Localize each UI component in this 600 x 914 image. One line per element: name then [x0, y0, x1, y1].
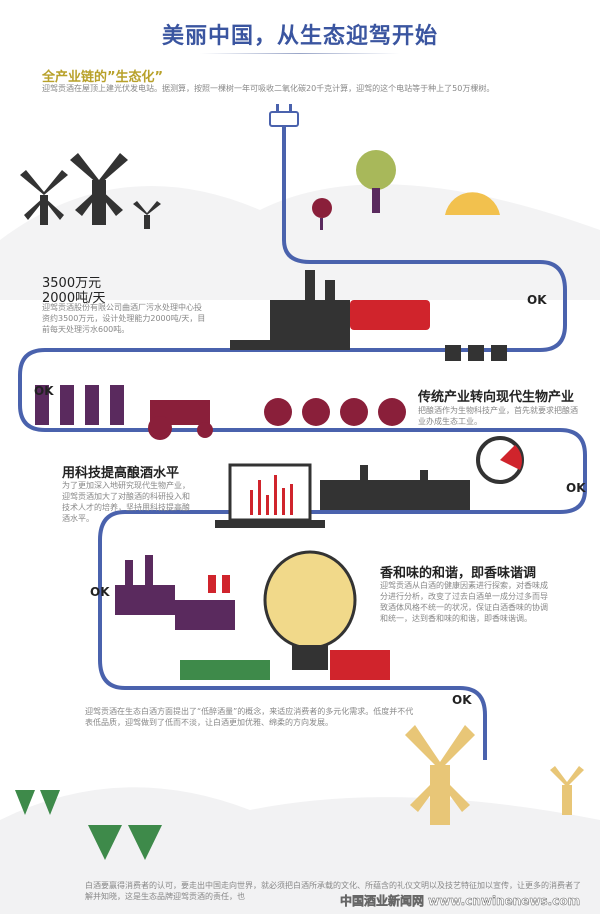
tractor-icon [148, 400, 213, 440]
sunflower-icon [312, 198, 332, 218]
lightbulb-icon [263, 550, 357, 670]
section-heading: 香和味的和谐，即香味谐调 [380, 566, 537, 581]
section-body: 迎驾贡酒在屋顶上建光伏发电站。据测算，按照一棵树一年可吸收二氧化碳20千克计算，… [42, 84, 495, 93]
people-icon [208, 575, 230, 593]
section-heading: 传统产业转向现代生物产业 [418, 390, 575, 405]
trees-row-icon [180, 660, 270, 680]
section-body: 为了更加深入地研究现代生物产业，迎驾贡酒加大了对酿酒的科研投入和技术人才的培养，… [62, 481, 190, 523]
section-body: 迎驾贡酒从白酒的健康因素进行探索，对香味成分进行分析，改变了过去白酒单一成分过多… [380, 581, 548, 623]
tree-icon [356, 150, 396, 190]
section-heading: 3500万元 [42, 276, 102, 291]
page-title: 美丽中国，从生态迎驾开始 [161, 24, 438, 49]
plug-icon [269, 104, 299, 127]
pine-trees-icon [15, 790, 162, 860]
factory-icon [230, 270, 350, 350]
windmill-icon [70, 153, 128, 225]
title-divider [200, 53, 400, 54]
pipe-tank [350, 300, 430, 330]
ok-label: OK [452, 693, 472, 707]
pipe-machinery [330, 650, 390, 680]
section-heading: 用科技提高酿酒水平 [62, 466, 180, 481]
gauge-icon [476, 436, 524, 484]
laptop-icon [215, 463, 325, 528]
windmill-icon [20, 170, 68, 225]
ok-label: OK [566, 481, 586, 495]
watermark: 中国酒业新闻网 www.cnwinenews.com [340, 894, 581, 909]
ok-label: OK [90, 585, 110, 599]
section-body: 把酿酒作为生物科技产业，首先就要求把酿酒业办成生态工业。 [418, 406, 578, 426]
bar-graphic [250, 475, 293, 515]
section-heading: 2000吨/天 [42, 291, 106, 306]
section-body: 迎驾贡酒在生态白酒方面提出了“低醉酒量”的概念，来适应消费者的多元化需求。低度并… [85, 707, 414, 727]
brewery-icon [115, 555, 235, 630]
windmill-icon [405, 725, 475, 825]
winding-path [18, 125, 587, 760]
wheat-icon [35, 385, 124, 425]
section-heading: 全产业链的”生态化” [42, 70, 164, 85]
buckets-icon [445, 345, 507, 361]
windmill-icon [550, 766, 584, 815]
section-body: 迎驾贡酒股份有限公司曲酒厂污水处理中心投资约3500万元，设计处理能力2000吨… [42, 303, 206, 334]
ok-label: OK [34, 384, 54, 398]
section-body: 白酒要赢得消费者的认可，要走出中国走向世界，就必须把白酒所承载的文化、所蕴含的礼… [85, 881, 581, 901]
ok-label: OK [527, 293, 547, 307]
factory-icon [320, 465, 470, 510]
sunflowers-icon [264, 398, 406, 426]
sun-icon [445, 192, 500, 215]
windmill-icon [133, 201, 161, 229]
